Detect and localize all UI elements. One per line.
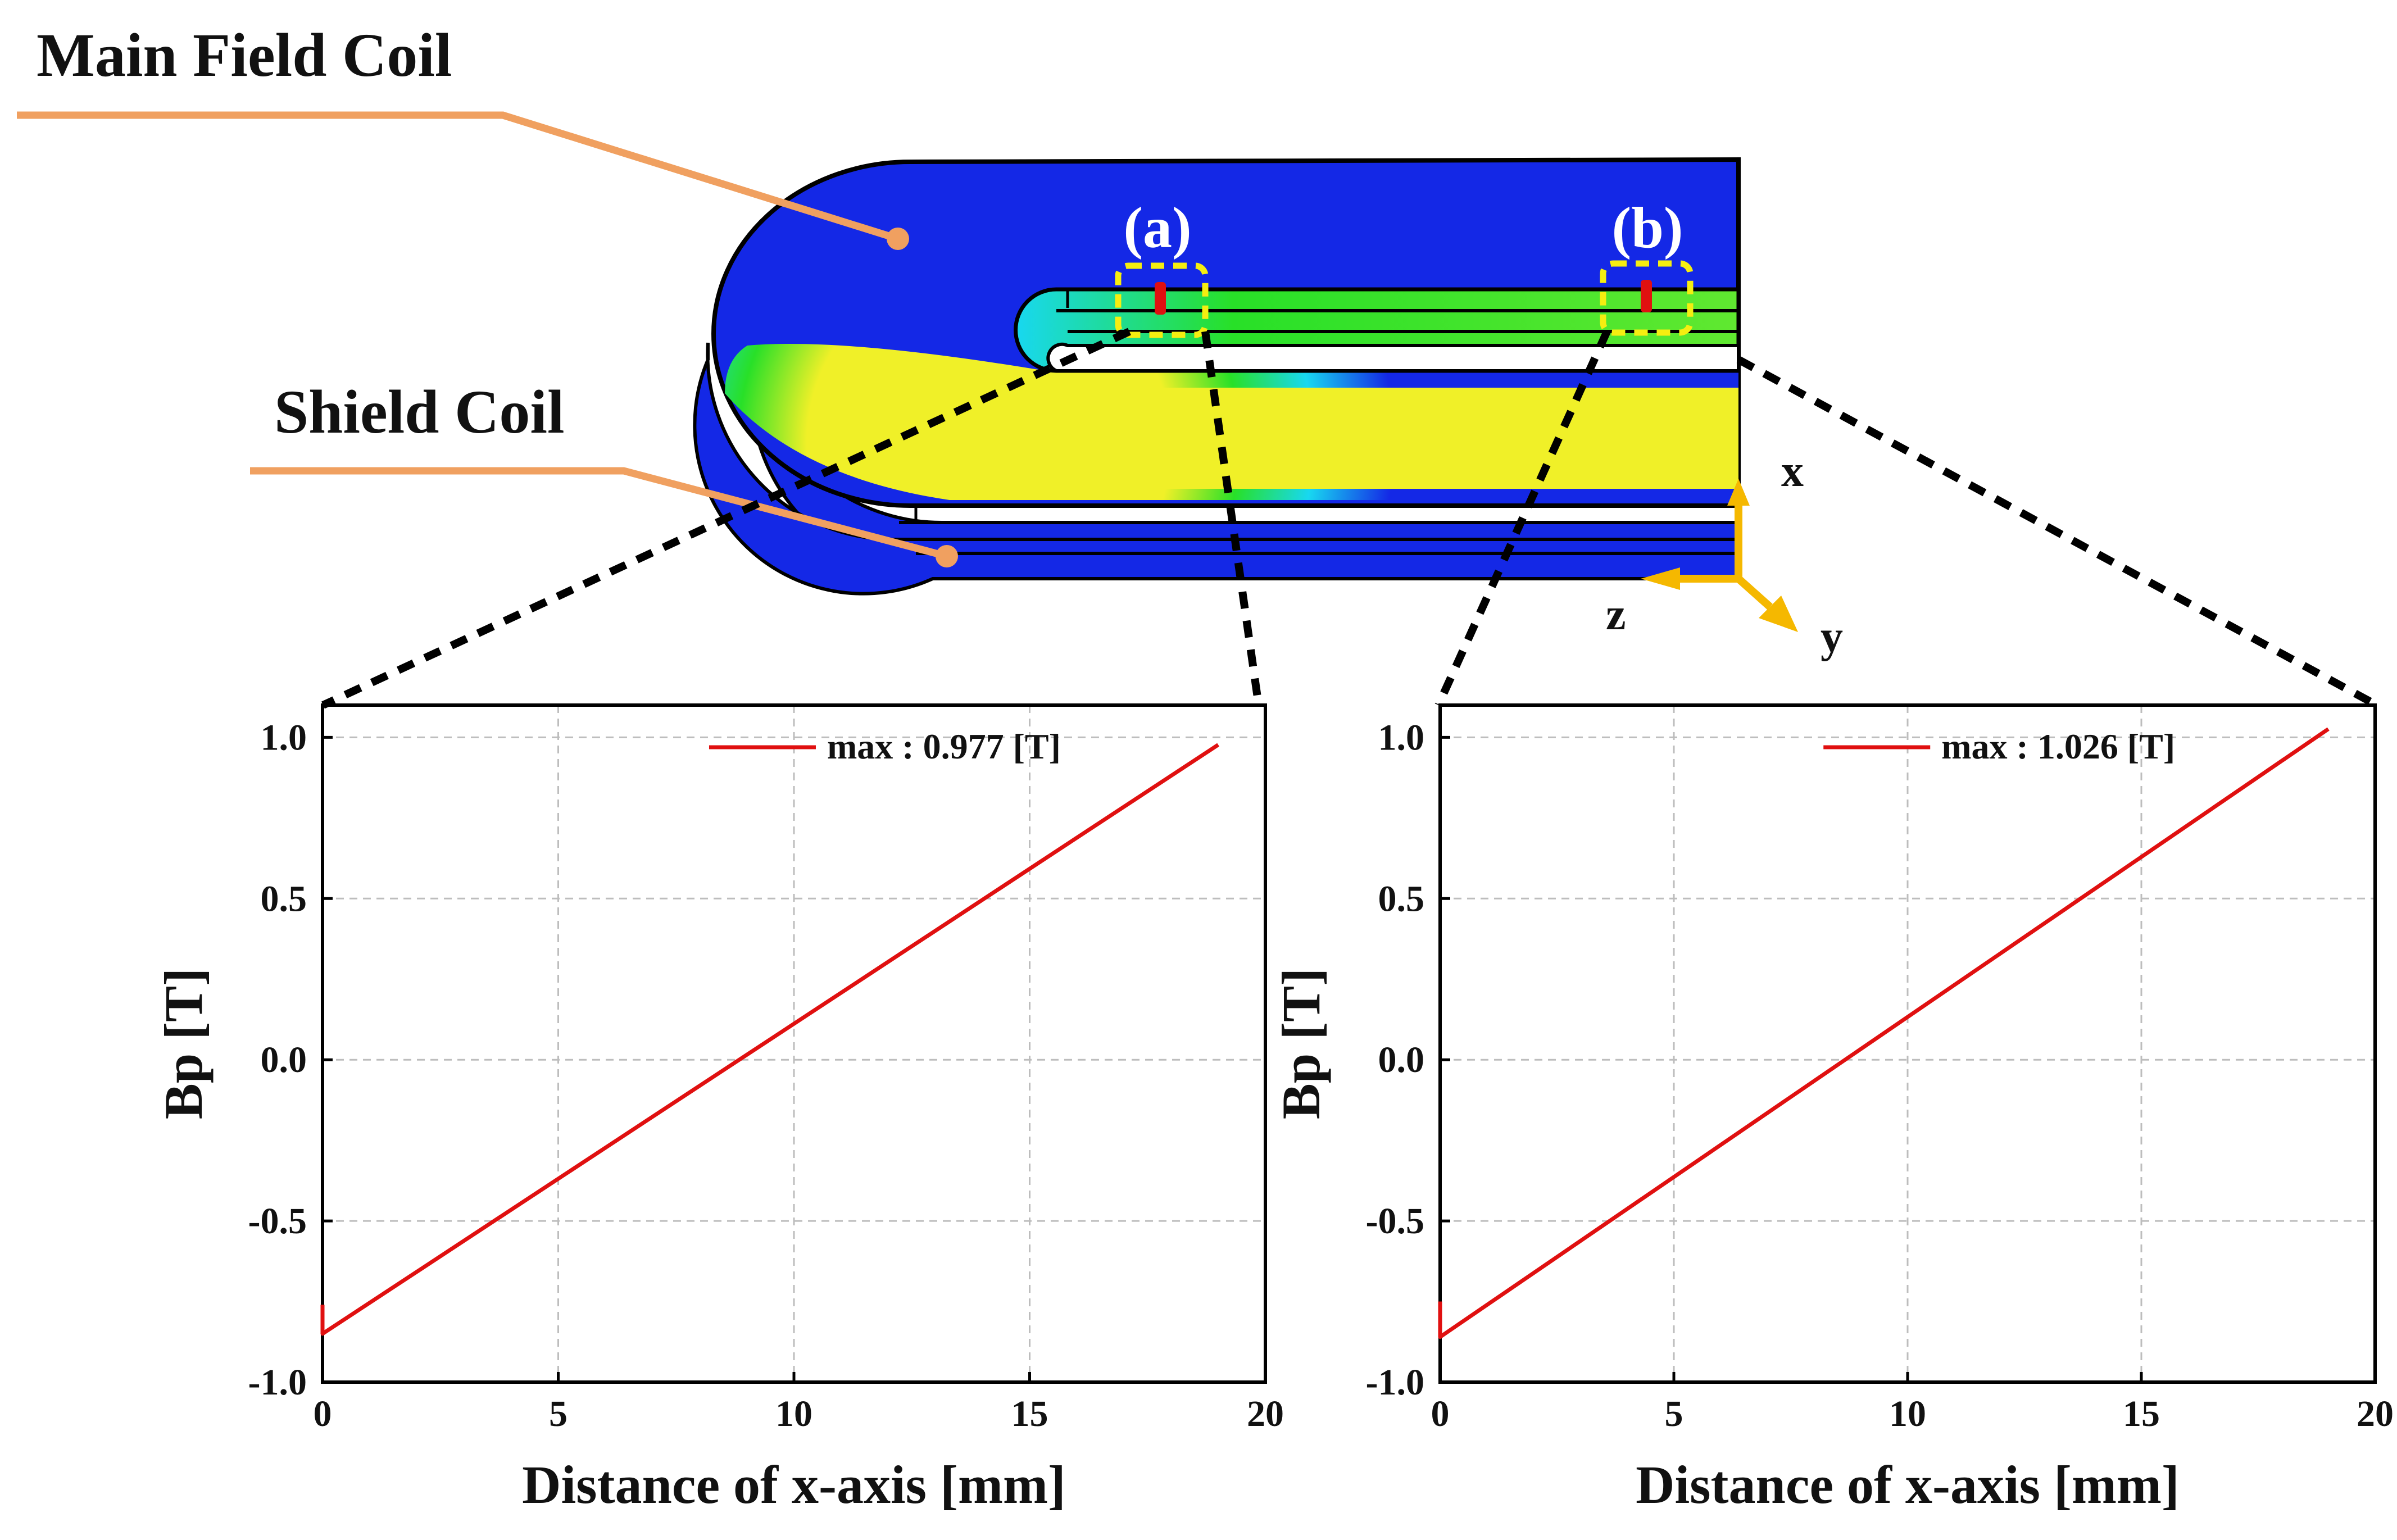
legend-label: max : 1.026 [T] [1941,726,2175,766]
field-core-yellow [1045,388,1738,489]
y-axis-title: Bp [T] [153,968,214,1119]
y-tick-label: 0.0 [1378,1039,1425,1080]
y-tick-label: 0.5 [1378,878,1425,919]
y-tick-label: 0.5 [261,878,307,919]
shield-coil-leader [250,467,948,560]
region-a-label: (a) [1123,196,1191,260]
triad-z-arrow [1641,567,1680,590]
x-tick-label: 20 [1247,1393,1284,1434]
zoom-connector-a-right [1201,331,1263,706]
y-tick-label: 0.0 [261,1039,307,1080]
y-tick-label: 1.0 [261,717,307,758]
region-b-box [1600,260,1694,336]
main-coil-label: Main Field Coil [37,21,452,89]
triad-y-letter: y [1821,612,1843,662]
triad-x-letter: x [1781,447,1804,496]
zoom-connector-b-left [1434,330,1611,707]
coil-diagram: (a) (b) x z y Main Field Coil Shield Coi… [17,21,2379,709]
y-tick-label: 1.0 [1378,717,1425,758]
x-tick-label: 5 [1665,1393,1683,1434]
x-tick-label: 10 [775,1393,812,1434]
x-tick-label: 5 [549,1393,568,1434]
triad-y-arrow [1759,596,1798,632]
region-a-box [1115,262,1209,338]
main-coil-leader-dot [887,228,909,250]
y-tick-label: -0.5 [248,1201,307,1242]
x-tick-label: 10 [1889,1393,1926,1434]
y-axis-title: Bp [T] [1271,968,1331,1119]
zoom-connector-a-left [321,328,1131,709]
x-tick-label: 20 [2357,1393,2394,1434]
region-b-probe [1641,280,1652,312]
region-b-label: (b) [1611,196,1683,260]
main-coil-leader [17,111,899,243]
legend-label: max : 0.977 [T] [827,726,1061,766]
y-tick-label: -0.5 [1366,1201,1424,1242]
triad-x-arrow [1727,479,1750,506]
zoom-connector-b-right [1736,356,2379,709]
inner-slot-gap [1046,342,1740,372]
y-tick-label: -1.0 [248,1362,307,1403]
shield-coil-leader-dot [936,545,958,567]
triad-y-axis [1736,575,1773,610]
x-axis-title: Distance of x-axis [mm] [1636,1455,2180,1515]
series-line [1438,727,2330,1339]
x-tick-label: 15 [1011,1393,1048,1434]
x-axis-title: Distance of x-axis [mm] [522,1455,1066,1515]
series-line [320,743,1220,1336]
coordinate-triad: x z y [1606,447,1843,662]
x-tick-label: 0 [1431,1393,1450,1434]
triad-z-letter: z [1606,590,1626,639]
region-a-probe [1155,282,1166,315]
shield-coil-label: Shield Coil [274,378,565,446]
y-tick-label: -1.0 [1366,1362,1424,1403]
x-tick-label: 15 [2123,1393,2160,1434]
x-tick-label: 0 [314,1393,332,1434]
